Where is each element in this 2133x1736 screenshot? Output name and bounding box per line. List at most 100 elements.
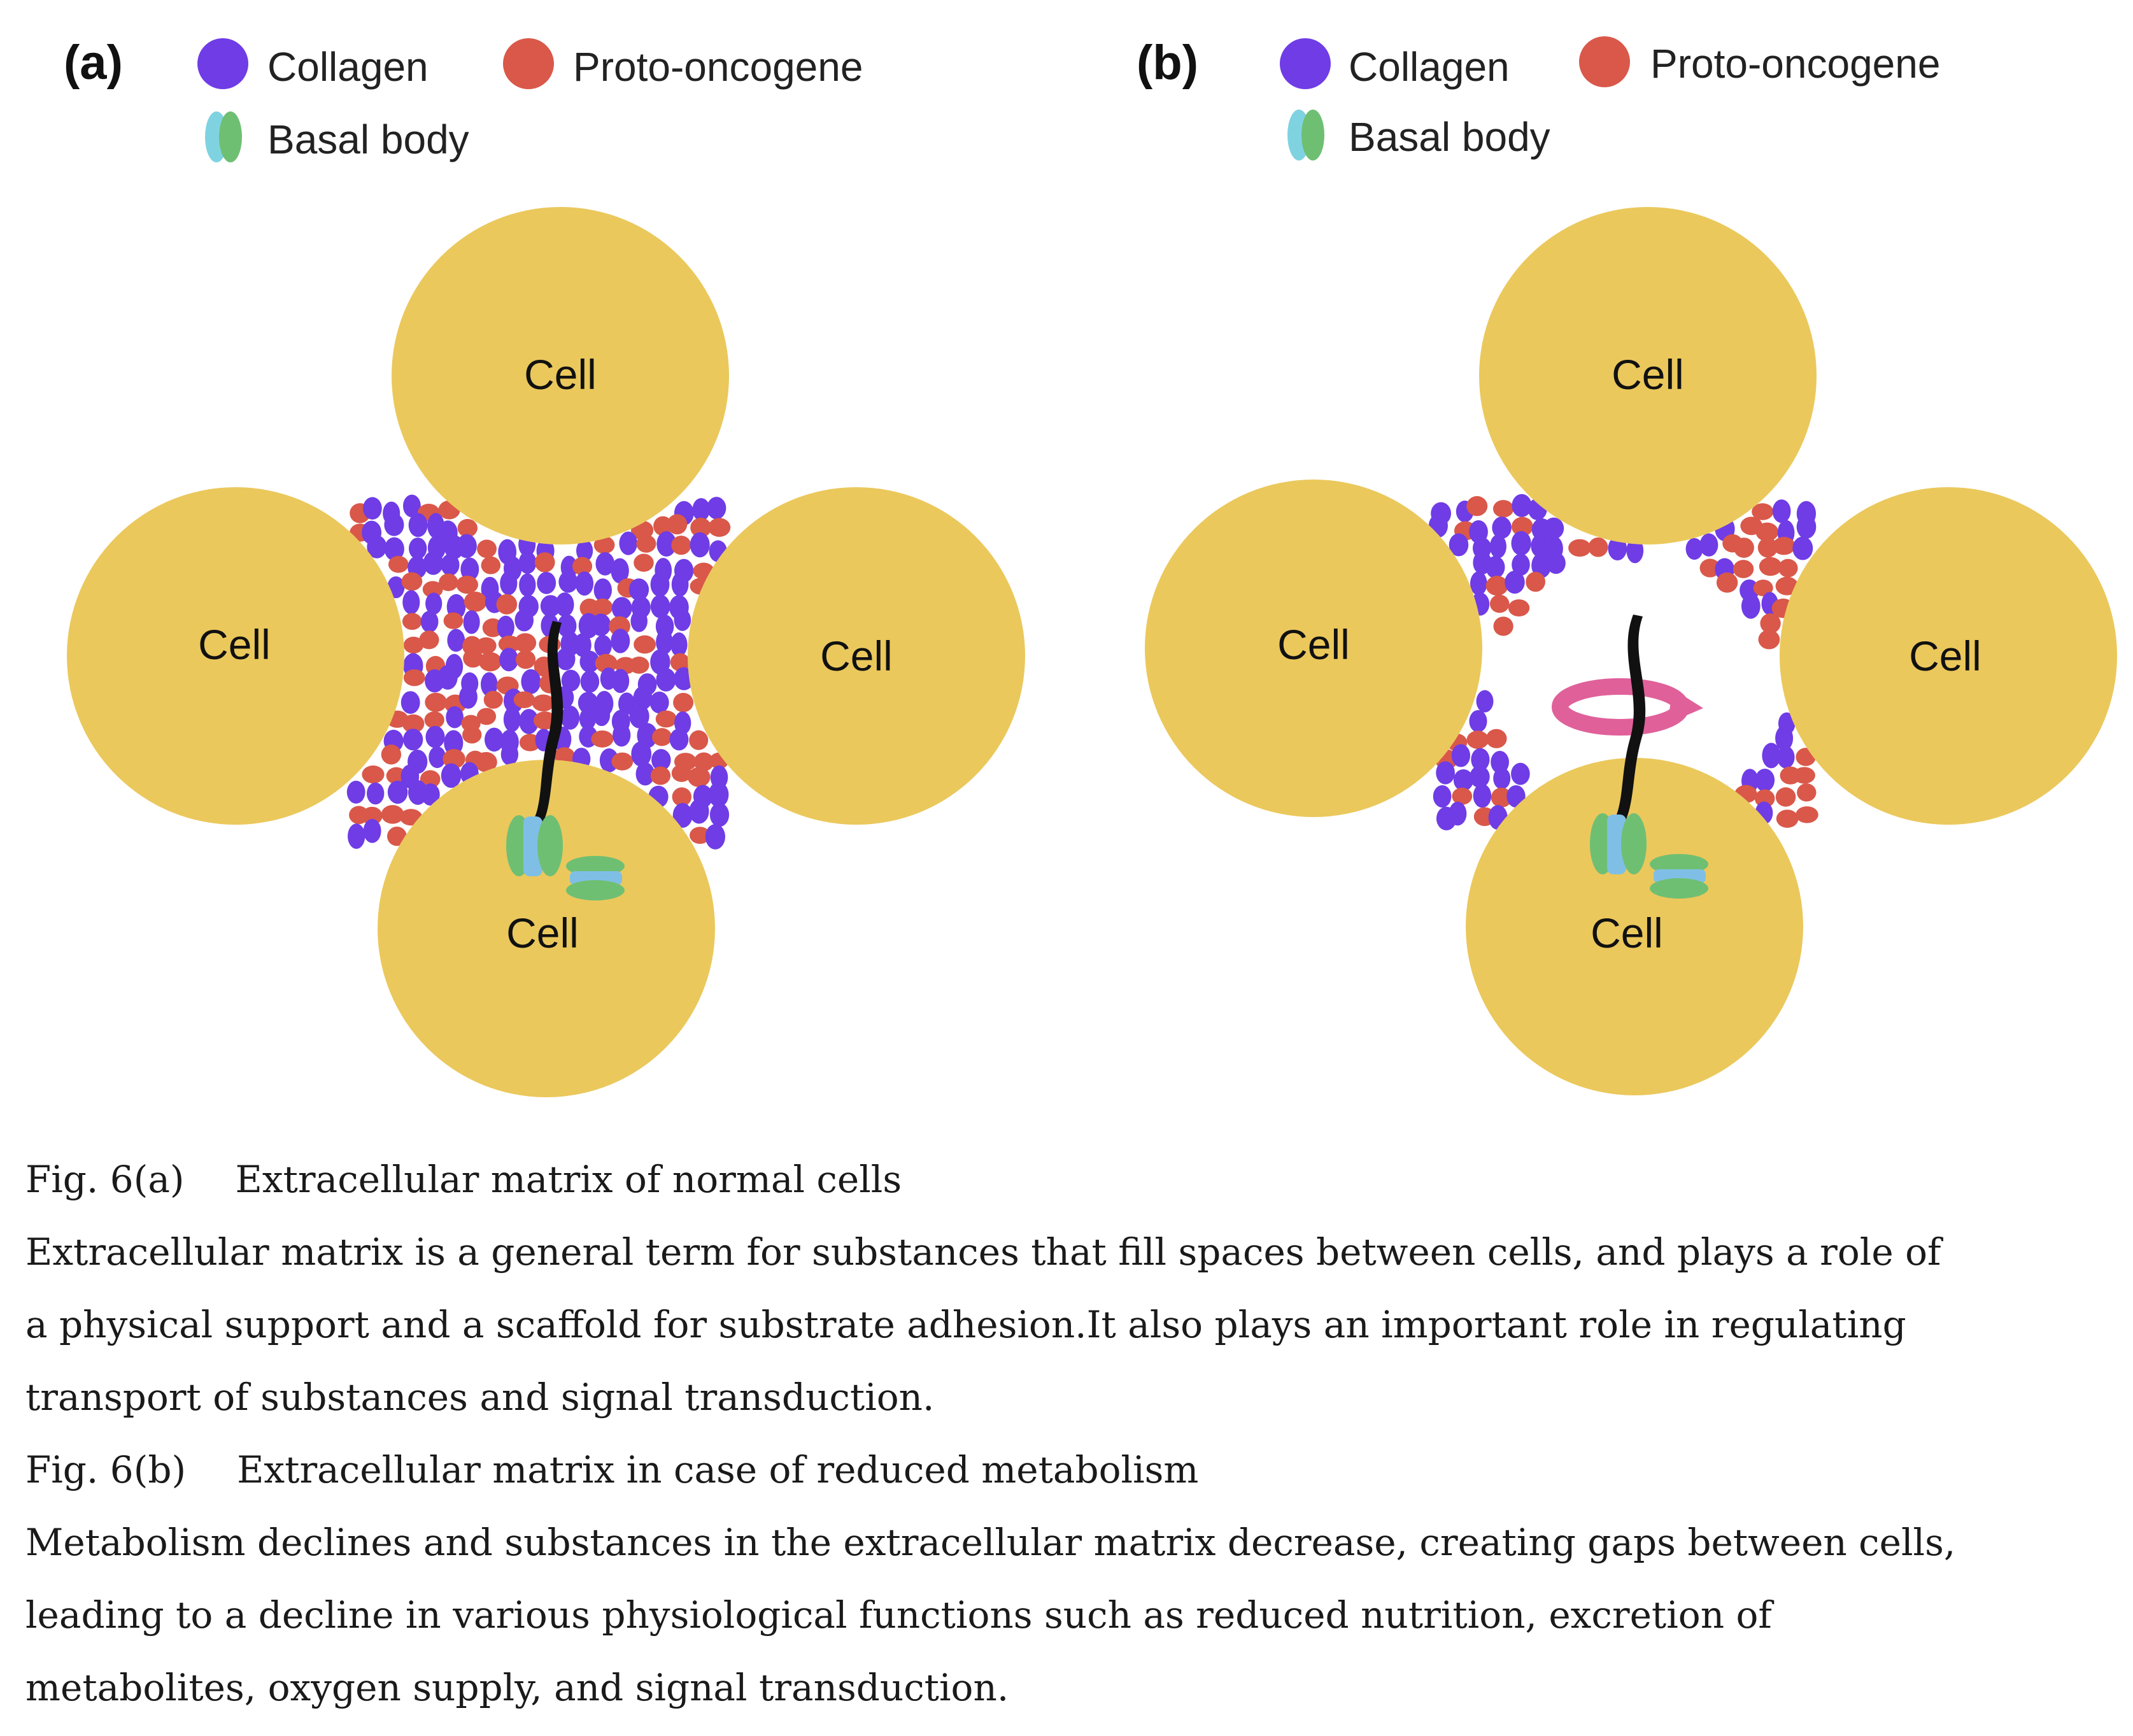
collagen-particle [611,558,629,584]
proto-oncogene-particle [1759,557,1782,576]
collagen-particle [457,534,477,559]
proto-oncogene-particle [515,650,536,669]
cell-right [1780,487,2117,825]
proto-oncogene-particle [1733,560,1754,578]
collagen-particle [1470,571,1487,596]
collagen-particle [1511,762,1530,785]
collagen-particle [409,537,427,560]
collagen-particle [1471,748,1490,771]
proto-oncogene-particle [481,556,501,574]
proto-oncogene-particle [634,553,654,572]
collagen-particle [1777,746,1795,769]
legend-collagen-label: Collagen [267,44,429,90]
proto-oncogene-particle [443,612,464,629]
collagen-particle [497,615,514,639]
legend-basal-body-label: Basal body [1349,114,1550,160]
collagen-particle [593,578,612,602]
collagen-particle [429,746,446,769]
collagen-particle [425,592,443,615]
proto-oncogene-particle [611,752,634,771]
collagen-particle [1531,553,1552,578]
proto-oncogene-particle [1492,500,1514,518]
collagen-particle [705,823,726,850]
proto-oncogene-particle [476,708,497,725]
proto-oncogene-particle [1493,616,1513,636]
proto-oncogene-particle [671,764,692,782]
collagen-particle [402,494,421,518]
collagen-particle [1470,765,1490,788]
collagen-particle [421,783,440,806]
proto-oncogene-particle [1753,580,1773,597]
collagen-particle [463,610,480,634]
cell-right-label: Cell [1909,632,1981,679]
collagen-particle [651,749,671,771]
collagen-particle [460,557,479,581]
proto-oncogene-particle [513,691,535,708]
cell-bottom [1466,758,1803,1095]
proto-oncogene-particle [672,787,692,807]
collagen-particle [689,799,709,824]
proto-oncogene-particle [1757,537,1778,558]
collagen-particle [579,650,600,673]
proto-oncogene-particle [634,635,656,654]
proto-oncogene-particle [462,726,482,744]
collagen-particle [519,573,536,597]
collagen-particle [403,729,423,751]
proto-oncogene-particle [381,805,404,824]
proto-oncogene-particle [593,536,615,554]
basal-body-legend-icon [1287,110,1324,160]
collagen-particle [656,629,673,655]
proto-oncogene-particle [362,806,383,825]
collagen-particle [611,669,630,694]
cell-left-label: Cell [198,621,271,668]
panel-b: (b) Collagen Proto-oncogene Basal body C… [1066,0,2133,1121]
proto-oncogene-particle [690,827,711,844]
proto-oncogene-particle [443,749,465,769]
proto-oncogene-particle [1793,767,1815,784]
collagen-particle [708,781,729,808]
collagen-particle [618,692,635,715]
collagen-particle [561,705,580,730]
basal-body [1590,813,1708,899]
collagen-particle [629,704,649,729]
proto-oncogene-particle [1796,806,1818,823]
legend-collagen-label: Collagen [1349,44,1510,90]
proto-oncogene-particle [425,692,447,712]
cell-top [392,207,729,544]
collagen-particle [1449,801,1467,826]
collagen-particle [425,725,445,748]
proto-oncogene-particle [708,518,731,537]
proto-oncogene-particle [628,657,649,674]
proto-oncogene-particle [1485,729,1507,748]
collagen-particle [1608,536,1627,561]
collagen-particle [619,531,637,555]
collagen-particle [1469,709,1487,733]
collagen-particle [423,551,444,575]
proto-oncogene-particle [689,730,709,750]
cell-right [688,487,1025,825]
proto-oncogene-particle [386,826,407,846]
proto-oncogene-particle [419,630,439,650]
collagen-particle [575,571,594,596]
collagen-particle [444,730,464,756]
collagen-legend-icon [1280,38,1331,89]
collagen-particle [631,741,652,767]
collagen-particle [446,706,464,729]
proto-oncogene-particle [1568,539,1591,557]
caption-text-a-line: transport of substances and signal trans… [25,1376,935,1419]
proto-oncogene-particle [1489,594,1510,613]
flagellum [528,621,563,832]
collagen-particle [514,609,534,632]
proto-oncogene-particle [1699,559,1720,578]
collagen-particle [1755,768,1775,792]
collagen-particle [1772,499,1791,523]
proto-oncogene-particle [402,613,422,630]
collagen-particle [561,669,581,692]
proto-oncogene-particle [1778,559,1798,578]
collagen-particle [576,539,593,562]
collagen-particle [1792,536,1813,560]
legend-proto-oncogene-label: Proto-oncogene [573,44,863,90]
proto-oncogene-particle [388,555,409,573]
collagen-particle [500,571,518,595]
collagen-particle [402,590,420,615]
